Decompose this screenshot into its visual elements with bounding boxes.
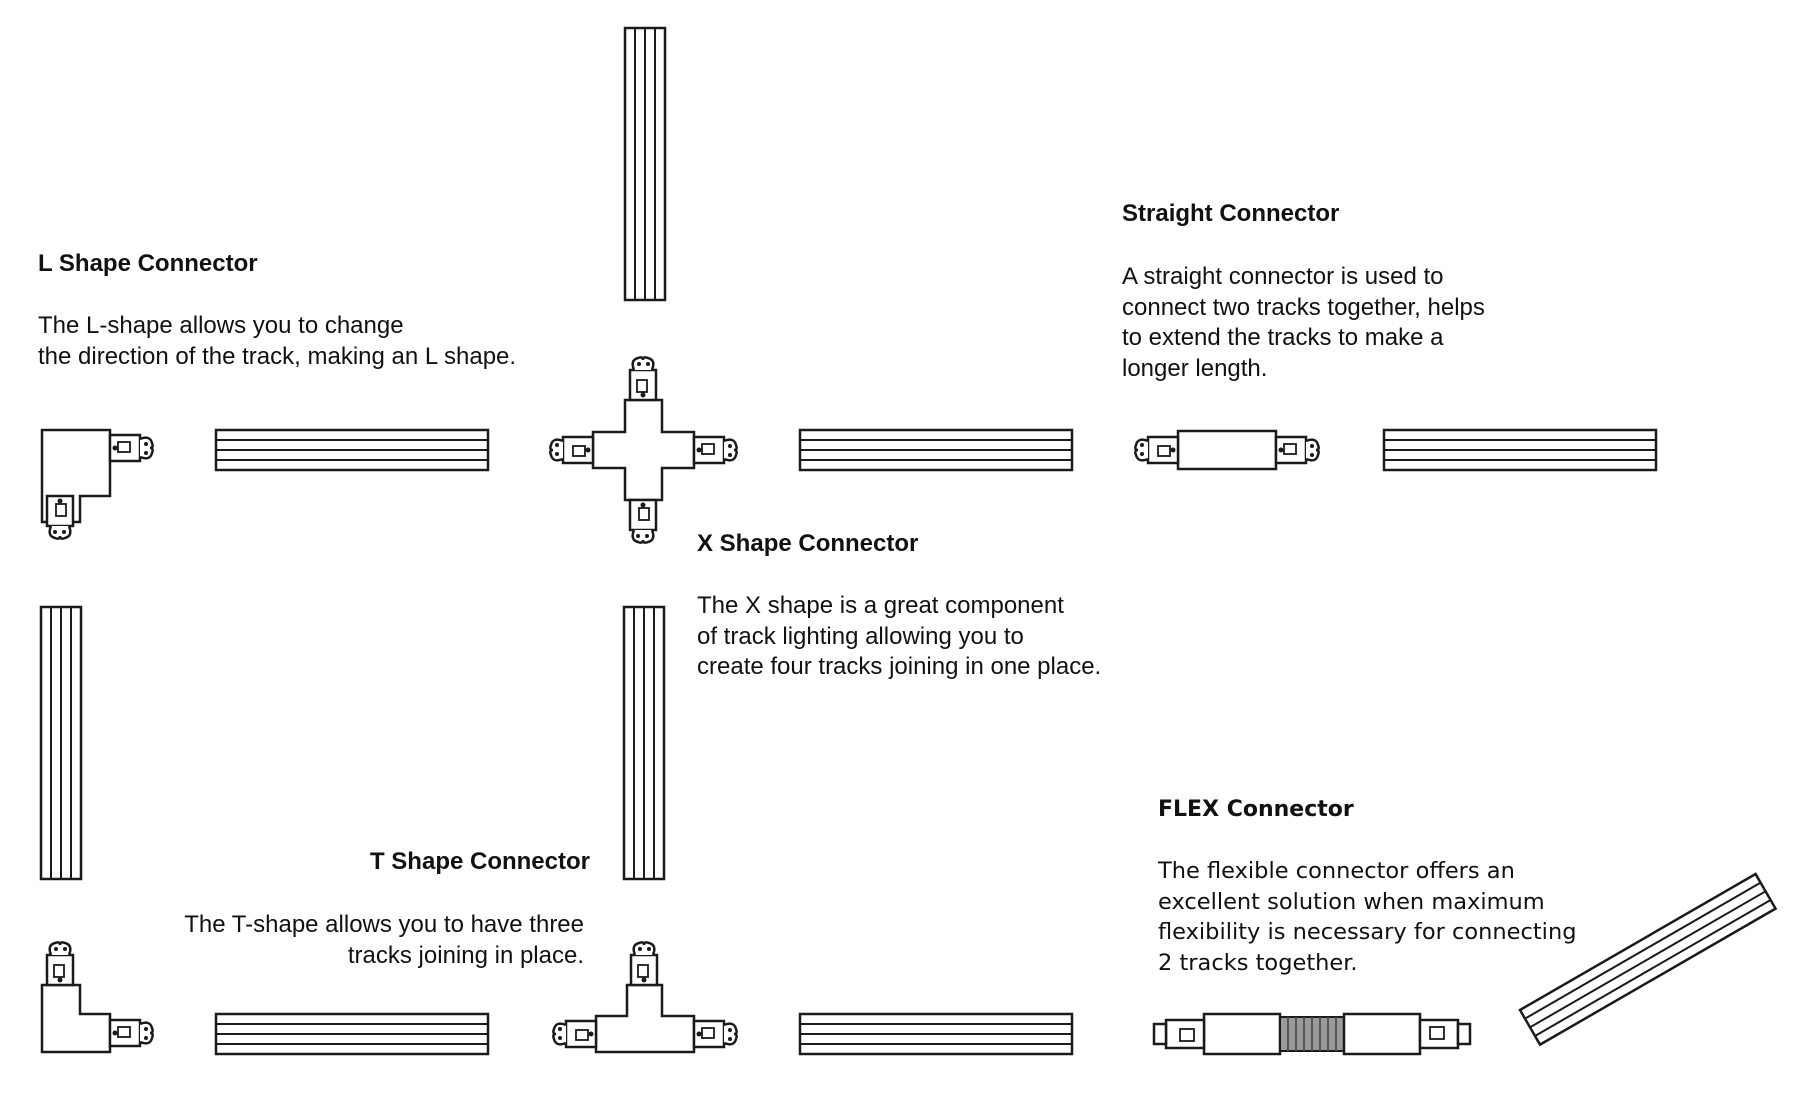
t-shape-description-line: The T-shape allows you to have three — [184, 911, 584, 938]
straight-description: A straight connector is used to connect … — [1122, 262, 1485, 384]
t-shape-title: T Shape Connector — [369, 848, 590, 875]
track-horizontal — [214, 1012, 490, 1056]
x-shape-description-line: of track lighting allowing you to — [697, 622, 1024, 650]
track-horizontal — [1382, 428, 1658, 472]
l-shape-description-line: the direction of the track, making an L … — [38, 342, 517, 370]
l-shape-connector-bottom — [40, 941, 154, 1054]
t-shape-description-line: tracks joining in place. — [347, 941, 584, 969]
straight-description-line: longer length. — [1122, 354, 1268, 382]
track-horizontal — [798, 1012, 1074, 1056]
flex-description-line: The flexible connector offers an — [1158, 858, 1515, 884]
x-shape-title: X Shape Connector — [697, 530, 919, 557]
track-vertical-left — [39, 605, 83, 881]
l-shape-description: The L-shape allows you to change the dir… — [38, 311, 516, 372]
flex-description: The flexible connector offers an excelle… — [1158, 856, 1576, 978]
straight-description-line: connect two tracks together, helps — [1122, 293, 1485, 321]
l-shape-connector-top — [40, 428, 154, 540]
flex-connector — [1152, 1012, 1472, 1056]
flex-description-line: 2 tracks together. — [1158, 949, 1358, 976]
flex-description-line: flexibility is necessary for connecting — [1158, 919, 1577, 945]
track-horizontal — [214, 428, 490, 472]
track-vertical-center — [622, 605, 666, 881]
l-shape-title: L Shape Connector — [38, 250, 258, 277]
flex-description-line: excellent solution when maximum — [1158, 888, 1545, 915]
l-shape-description-line: The L-shape allows you to change — [38, 312, 404, 339]
straight-description-line: to extend the tracks to make a — [1122, 324, 1444, 351]
track-vertical-top — [623, 26, 667, 302]
straight-description-line: A straight connector is used to — [1122, 263, 1444, 290]
t-shape-connector — [552, 941, 738, 1054]
x-shape-description: The X shape is a great component of trac… — [697, 591, 1101, 683]
straight-connector — [1134, 429, 1320, 471]
track-horizontal — [798, 428, 1074, 472]
x-shape-description-line: The X shape is a great component — [697, 592, 1064, 619]
x-shape-connector — [549, 356, 738, 544]
straight-title: Straight Connector — [1122, 200, 1340, 227]
t-shape-description: The T-shape allows you to have three tra… — [184, 910, 584, 971]
x-shape-description-line: create four tracks joining in one place. — [697, 653, 1102, 680]
flex-title: FLEX Connector — [1158, 797, 1354, 822]
